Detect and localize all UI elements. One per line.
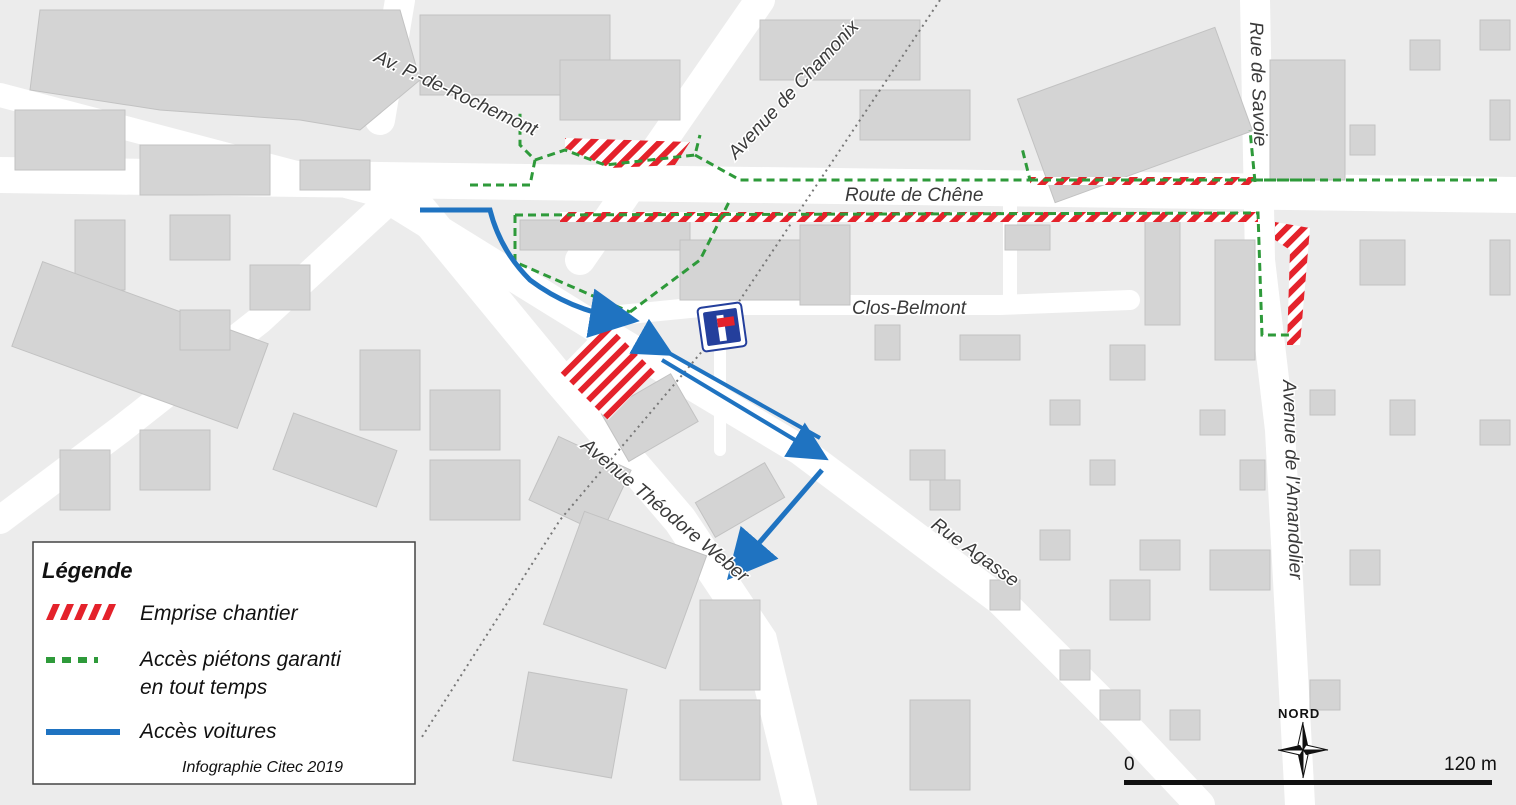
legend-pedestrian-label-line1: Accès piétons garanti (138, 648, 342, 671)
scale-start-label: 0 (1124, 754, 1135, 775)
dead-end-sign-icon (696, 301, 748, 353)
car-route-weber-out (726, 468, 824, 581)
car-access (420, 207, 829, 581)
legend-construction-symbol (46, 604, 116, 620)
legend: Légende Emprise chantier Accès piétons g… (32, 541, 416, 785)
buildings (11, 9, 1511, 791)
scale-line (1124, 780, 1492, 785)
street-label-savoie: Rue de Savoie (1245, 21, 1270, 146)
legend-construction-label: Emprise chantier (140, 602, 299, 625)
north-arrow: NORD (1277, 706, 1329, 779)
construction-area-chene-north (1030, 177, 1255, 185)
car-route-entry (420, 207, 640, 338)
street-label-clos-belmont: Clos-Belmont (852, 298, 967, 319)
construction-areas (558, 138, 1310, 420)
scale-end-label: 120 m (1444, 754, 1497, 775)
construction-area-amandolier (1275, 222, 1310, 345)
street-label-chene: Route de Chêne (845, 185, 983, 206)
north-label: NORD (1278, 706, 1320, 721)
construction-area-chamonix (565, 138, 690, 168)
construction-area-belmont (558, 322, 655, 420)
pedestrian-access (470, 110, 1500, 337)
legend-title: Légende (42, 558, 132, 583)
scale-bar: 0 120 m (1124, 754, 1497, 785)
car-route-agasse-out (660, 358, 829, 461)
legend-credit: Infographie Citec 2019 (182, 759, 343, 776)
legend-pedestrian-label-line2: en tout temps (140, 676, 268, 699)
railway-line (419, 0, 941, 741)
legend-car-label: Accès voitures (138, 720, 277, 743)
construction-area-chene-south (560, 212, 1258, 222)
